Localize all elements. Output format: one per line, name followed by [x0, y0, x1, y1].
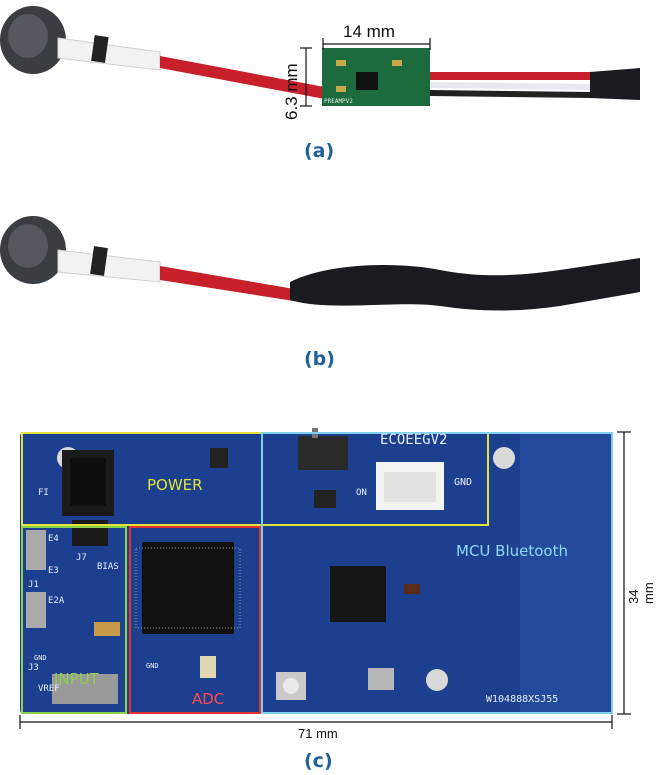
height-dimension-c: 34 mm — [626, 582, 656, 604]
serial-number: W104888XSJ55 — [486, 694, 559, 705]
silk-j7: J7 — [76, 553, 87, 563]
adc-region-box — [129, 526, 261, 714]
board-name: ECOEEGV2 — [380, 432, 448, 448]
power-region-box — [21, 432, 489, 526]
silk-gnd-left: GND — [34, 654, 47, 662]
silk-vref: VREF — [38, 684, 60, 694]
adc-region-label: ADC — [192, 690, 225, 708]
silk-gnd-right: GND — [454, 477, 473, 488]
power-region-label: POWER — [147, 476, 203, 494]
panel-b-label: (b) — [304, 348, 335, 370]
panel-c-label: (c) — [304, 750, 333, 772]
power-switch[interactable] — [298, 436, 348, 470]
heat-shrink — [290, 258, 640, 311]
silk-j1: J1 — [28, 580, 39, 590]
white-sleeve — [57, 37, 161, 71]
main-pcb — [20, 432, 612, 714]
input-header[interactable] — [52, 674, 118, 704]
adc-chip — [142, 542, 234, 634]
mcu-region-label: MCU Bluetooth — [456, 542, 568, 560]
mcu-chip — [330, 566, 386, 622]
silk-e3: E3 — [48, 566, 59, 576]
panel-b-photo — [0, 216, 640, 311]
panel-a-photo — [0, 6, 640, 107]
silk-j3: J3 — [28, 663, 39, 673]
width-dimension-c: 71 mm — [298, 726, 338, 741]
panel-c-board — [19, 428, 631, 729]
silk-bias: BIAS — [97, 562, 119, 572]
width-dimension-a: 14 mm — [343, 22, 395, 41]
silk-gnd-adc: GND — [146, 662, 159, 670]
silk-fi: FI — [38, 488, 49, 498]
silk-e2: E2A — [48, 596, 65, 606]
input-region-label: INPUT — [54, 670, 99, 688]
silk-on: ON — [356, 488, 367, 498]
mcu-region-box — [261, 432, 613, 714]
red-wire — [160, 56, 330, 100]
silk-e4: E4 — [48, 534, 59, 544]
input-region-box — [21, 526, 127, 714]
preamp-silk: PREAMPV2 — [324, 98, 353, 105]
panel-a-label: (a) — [304, 140, 335, 162]
black-cable — [590, 68, 640, 100]
